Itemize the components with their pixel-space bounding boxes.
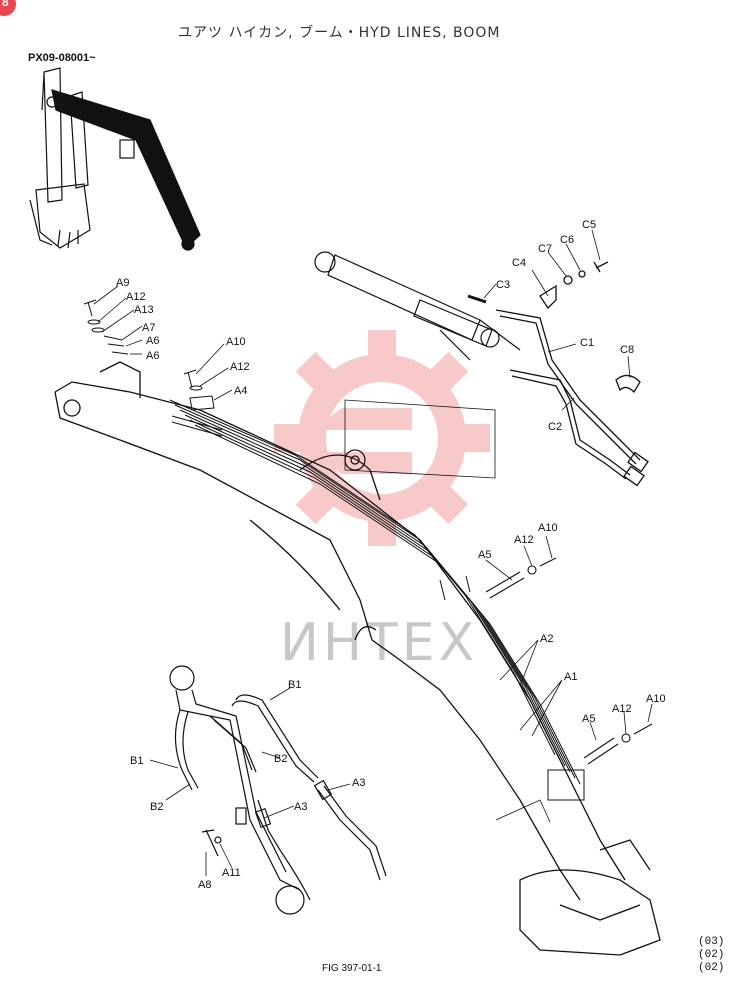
- revision-2: (02): [698, 949, 725, 961]
- callout-a12-mid: A12: [230, 361, 250, 373]
- callout-c4: C4: [512, 257, 526, 269]
- callout-c3: C3: [496, 279, 510, 291]
- callout-a5-low: A5: [582, 713, 595, 725]
- callout-a7: A7: [142, 322, 155, 334]
- callout-a4: A4: [234, 385, 247, 397]
- callout-a12-r2: A12: [612, 703, 632, 715]
- callout-a3-left: A3: [294, 801, 307, 813]
- callout-a10-r1: A10: [538, 522, 558, 534]
- callout-c6: C6: [560, 234, 574, 246]
- callout-a8: A8: [198, 879, 211, 891]
- callout-a9: A9: [116, 277, 129, 289]
- badge-number: 8: [2, 0, 9, 9]
- callout-a6-2: A6: [146, 350, 159, 362]
- callout-labels: A9 A12 A13 A7 A6 A6 A10 A12 A4 C3 C4 C7 …: [116, 219, 666, 891]
- callout-c5: C5: [582, 219, 596, 231]
- callout-a6-1: A6: [146, 335, 159, 347]
- fastener-stack: [83, 299, 223, 437]
- callout-c1: C1: [580, 337, 594, 349]
- watermark-text: ИНТЕХ: [280, 613, 478, 673]
- callout-c7: C7: [538, 243, 552, 255]
- callout-a11: A11: [222, 867, 241, 879]
- callout-b2-right: B2: [274, 753, 287, 765]
- excavator-thumbnail: [29, 67, 201, 251]
- page-badge: 8: [0, 0, 16, 16]
- callout-c2: C2: [548, 421, 562, 433]
- callout-a12-top: A12: [126, 291, 146, 303]
- c-hoses: [467, 261, 649, 487]
- callout-a3-right: A3: [352, 777, 365, 789]
- revision-1: (03): [698, 936, 725, 948]
- serial-range: PX09-08001~: [28, 52, 96, 64]
- callout-a10-r2: A10: [646, 693, 666, 705]
- callout-b2-left: B2: [150, 801, 163, 813]
- diagram-title: ユアツ ハイカン, ブーム・HYD LINES, BOOM: [178, 25, 501, 41]
- callout-b1-left: B1: [130, 755, 143, 767]
- boom-cylinder: [314, 251, 521, 479]
- callout-a5-top: A5: [478, 549, 491, 561]
- callout-b1-right: B1: [288, 679, 301, 691]
- callout-a12-r1: A12: [514, 534, 534, 546]
- callout-a1: A1: [564, 671, 577, 683]
- callout-a10-top: A10: [226, 336, 246, 348]
- leader-lines: [93, 229, 653, 876]
- callout-a13: A13: [134, 304, 154, 316]
- figure-id: FIG 397-01-1: [322, 963, 382, 974]
- arm-cylinder-lines: [169, 665, 387, 915]
- boom-hydraulic-lines: [169, 399, 585, 801]
- callout-c8: C8: [620, 344, 634, 356]
- callout-a2: A2: [540, 633, 553, 645]
- revision-3: (02): [698, 962, 725, 974]
- right-fasteners: [485, 557, 653, 765]
